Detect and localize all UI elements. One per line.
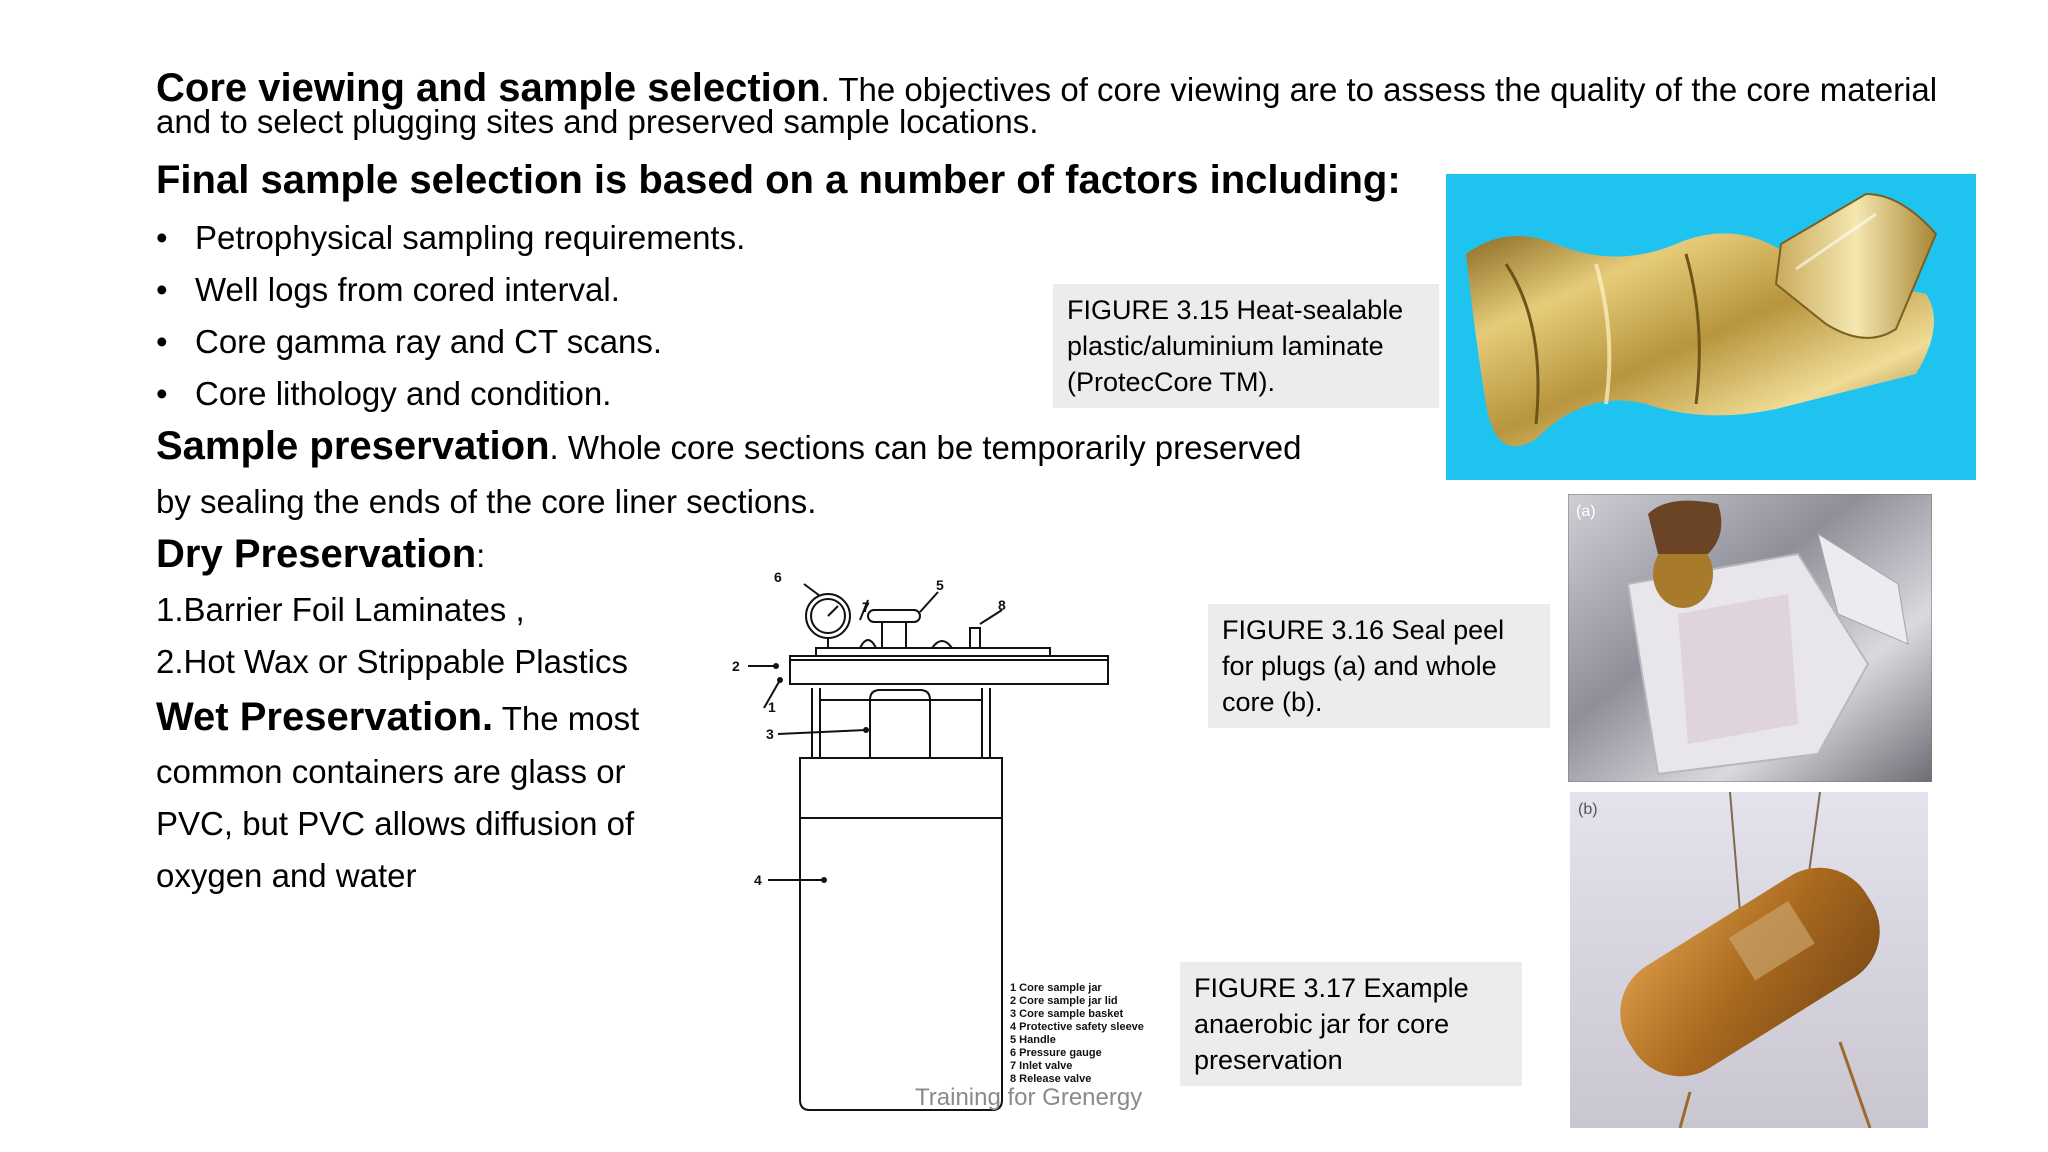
callout-7: 7 [862,599,870,615]
intro-text: . The objectives of core viewing are to … [156,71,1938,140]
wet-heading: Wet Preservation. [156,695,494,739]
legend-item: 4 Protective safety sleeve [1010,1021,1144,1033]
callout-5: 5 [936,577,944,593]
list-item: •Well logs from cored interval. [156,271,620,308]
callout-2: 2 [732,658,740,674]
callout-3: 3 [766,726,774,742]
bullet-icon: • [156,375,168,412]
list-item: •Core gamma ray and CT scans. [156,323,663,360]
callout-8: 8 [998,597,1006,613]
preservation-line1: Sample preservation. Whole core sections… [156,424,1302,468]
dry-heading: Dry Preservation [156,532,477,576]
photo-label-a: (a) [1576,503,1596,520]
legend-item: 2 Core sample jar lid [1010,995,1118,1007]
bullet-icon: • [156,271,168,308]
wet-line-1: Wet Preservation. The most [156,695,640,739]
legend-item: 3 Core sample basket [1010,1008,1123,1020]
footer-text: Training for Grenergy [915,1084,1143,1111]
legend-item: 7 Inlet valve [1010,1060,1072,1072]
dry-heading-line: Dry Preservation: [156,532,486,576]
preservation-heading: Sample preservation [156,424,550,468]
bullet-icon: • [156,219,168,256]
list-item: •Petrophysical sampling requirements. [156,219,746,256]
intro-heading: Core viewing and sample selection [156,66,821,110]
legend-item: 1 Core sample jar [1010,982,1102,994]
wet-line-2: common containers are glass or [156,753,626,790]
selection-heading: Final sample selection is based on a num… [156,158,1401,202]
selection-list: •Petrophysical sampling requirements. •W… [156,218,745,426]
legend-item: 6 Pressure gauge [1010,1047,1102,1059]
legend-item: 5 Handle [1010,1034,1056,1046]
list-item: •Core lithology and condition. [156,375,612,412]
dry-item-1: 1.Barrier Foil Laminates , [156,591,525,628]
anaerobic-jar-diagram: 1 2 3 4 5 6 7 8 1 Core sample jar 2 Core… [732,569,1144,1111]
figure-3-17-caption: FIGURE 3.17 Example anaerobic jar for co… [1180,962,1522,1086]
dry-item-2: 2.Hot Wax or Strippable Plastics [156,643,628,680]
photo-label-b: (b) [1578,801,1598,818]
legend-item: 8 Release valve [1010,1073,1091,1085]
intro-paragraph: Core viewing and sample selection. The o… [156,68,1976,140]
callout-1: 1 [768,699,776,715]
whole-core-photo: (b) [1570,792,1928,1128]
seal-peel-plugs-photo: (a) [1568,494,1932,782]
callout-4: 4 [754,872,762,888]
callout-6: 6 [774,569,782,585]
wet-line-3: PVC, but PVC allows diffusion of [156,805,635,842]
figure-3-15-caption: FIGURE 3.15 Heat-sealable plastic/alumin… [1053,284,1439,408]
foil-laminate-photo [1446,174,1976,480]
wet-line-4: oxygen and water [156,857,417,894]
figure-3-16-caption: FIGURE 3.16 Seal peel for plugs (a) and … [1208,604,1550,728]
bullet-icon: • [156,323,168,360]
preservation-line2: by sealing the ends of the core liner se… [156,483,817,520]
